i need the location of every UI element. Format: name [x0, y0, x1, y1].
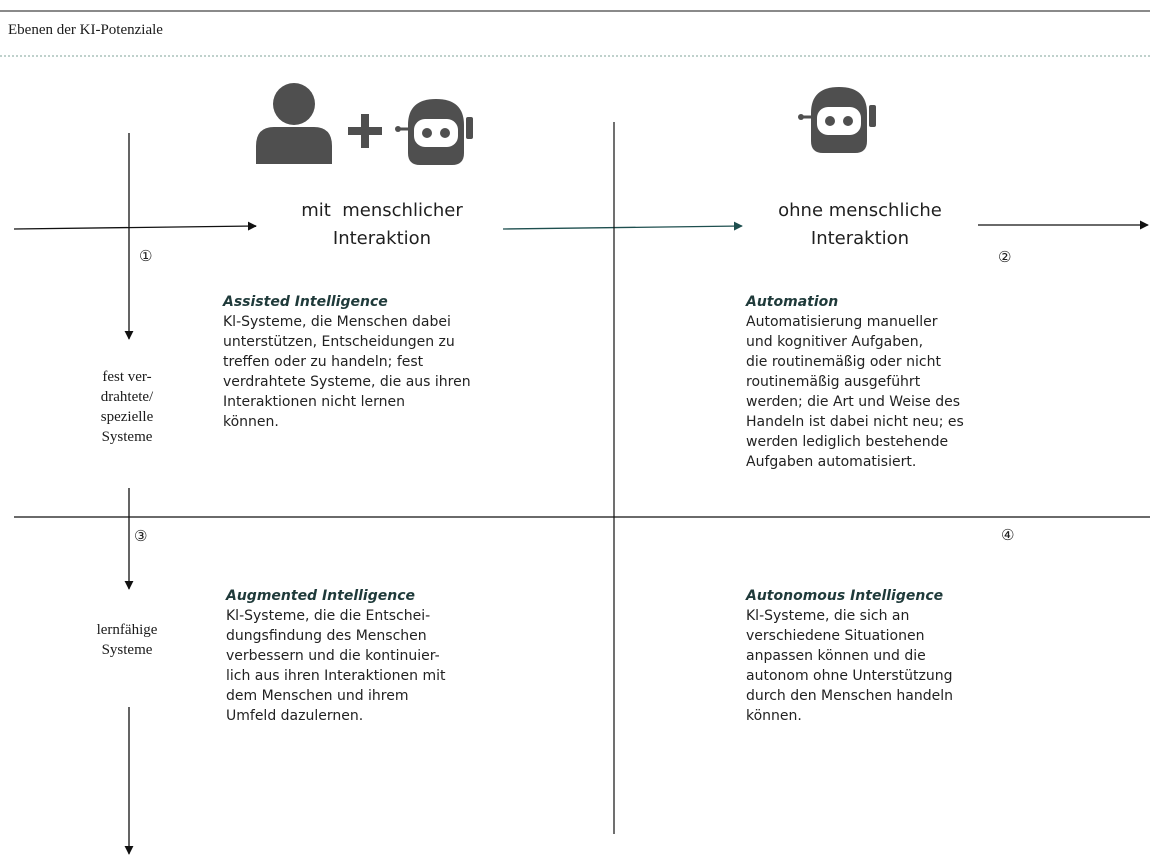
quadrant-line: können.	[223, 414, 279, 430]
column-header-with-interaction: mit menschlicher Interaktion	[262, 197, 502, 253]
quadrant-line: verdrahtete Systeme, die aus ihren	[223, 374, 471, 390]
quadrant-line: können.	[746, 708, 802, 724]
quadrant-line: und kognitiver Aufgaben,	[746, 334, 924, 350]
column-header-line2: Interaktion	[810, 228, 910, 249]
quadrant-line: autonom ohne Unterstützung	[746, 668, 953, 684]
quadrant-line: durch den Menschen handeln	[746, 688, 954, 704]
quadrant-line: Kl-Systeme, die die Entschei-	[226, 608, 431, 624]
quadrant-line: routinemäßig ausgeführt	[746, 374, 921, 390]
quadrant-title: Automation	[746, 294, 839, 310]
quadrant-line: anpassen können und die	[746, 648, 926, 664]
row-label-hardwired: fest ver- drahtete/ spezielle Systeme	[72, 367, 182, 447]
robot-icon	[395, 99, 473, 165]
row-label-learning: lernfähige Systeme	[62, 620, 192, 660]
quadrant-assisted-intelligence: Assisted Intelligence Kl-Systeme, die Me…	[223, 292, 553, 432]
quadrant-line: Interaktionen nicht lernen	[223, 394, 405, 410]
quadrant-line: Automatisierung manueller	[746, 314, 938, 330]
row-label-line: fest ver-	[102, 369, 152, 385]
quadrant-line: dem Menschen und ihrem	[226, 688, 409, 704]
quadrant-line: lich aus ihren Interaktionen mit	[226, 668, 446, 684]
quadrant-line: dungsfindung des Menschen	[226, 628, 427, 644]
quadrant-line: Kl-Systeme, die sich an	[746, 608, 910, 624]
column-header-line2: Interaktion	[332, 228, 432, 249]
row-label-line: lernfähige	[96, 622, 158, 638]
quadrant-line: treffen oder zu handeln; fest	[223, 354, 424, 370]
row-label-line: spezielle	[100, 409, 154, 425]
quadrant-line: unterstützen, Entscheidungen zu	[223, 334, 455, 350]
quadrant-number-1: ①	[139, 247, 153, 265]
quadrant-automation: Automation Automatisierung manueller und…	[746, 292, 1076, 472]
quadrant-line: verschiedene Situationen	[746, 628, 925, 644]
quadrant-line: die routinemäßig oder nicht	[746, 354, 941, 370]
column-header-line1: ohne menschliche	[778, 200, 942, 221]
row-label-line: Systeme	[101, 429, 153, 445]
row-label-line: drahtete/	[100, 389, 154, 405]
quadrant-line: Handeln ist dabei nicht neu; es	[746, 414, 964, 430]
quadrant-number-4: ④	[1001, 526, 1015, 544]
plus-icon	[348, 114, 382, 148]
quadrant-line: Umfeld dazulernen.	[226, 708, 364, 724]
h-axis-arrow-2	[502, 221, 743, 231]
h-axis-arrow-1	[13, 221, 257, 231]
quadrant-line: Aufgaben automatisiert.	[746, 454, 917, 470]
quadrant-title: Augmented Intelligence	[226, 588, 415, 604]
quadrant-number-2: ②	[998, 248, 1012, 266]
quadrant-number-3: ③	[134, 527, 148, 545]
quadrant-autonomous-intelligence: Autonomous Intelligence Kl-Systeme, die …	[746, 586, 1076, 726]
column-header-without-interaction: ohne menschliche Interaktion	[740, 197, 980, 253]
quadrant-augmented-intelligence: Augmented Intelligence Kl-Systeme, die d…	[226, 586, 556, 726]
quadrant-line: werden; die Art und Weise des	[746, 394, 960, 410]
quadrant-line: Kl-Systeme, die Menschen dabei	[223, 314, 451, 330]
quadrant-line: verbessern und die kontinuier-	[226, 648, 440, 664]
robot-icon	[798, 87, 876, 153]
quadrant-title: Assisted Intelligence	[223, 294, 388, 310]
column-header-line1: mit menschlicher	[301, 200, 463, 221]
row-label-line: Systeme	[101, 642, 153, 658]
quadrant-title: Autonomous Intelligence	[746, 588, 944, 604]
page-title: Ebenen der KI-Potenziale	[8, 22, 163, 38]
person-icon	[256, 83, 332, 164]
quadrant-line: werden lediglich bestehende	[746, 434, 949, 450]
